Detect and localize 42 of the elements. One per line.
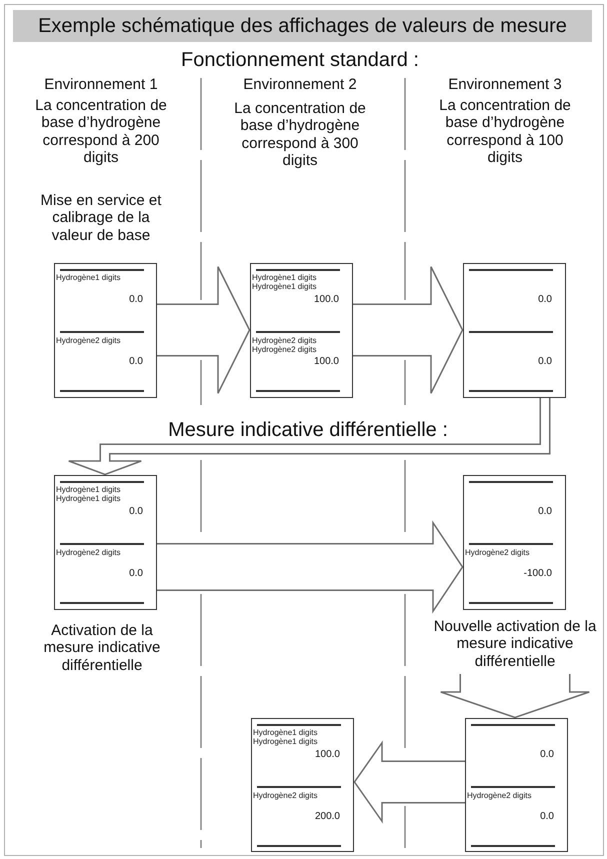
column-heading: Environnement 3 bbox=[447, 76, 563, 94]
column-heading: Environnement 2 bbox=[242, 76, 358, 94]
title-banner: Exemple schématique des affichages de valeurs de mesure bbox=[13, 10, 592, 42]
channel-label: Hydrogène1 digits Hydrogène1 digits bbox=[56, 486, 122, 504]
channel-label: Hydrogène2 digits bbox=[56, 549, 122, 558]
column-description: La concentration de base d’hydrogène correspond à 100 digits bbox=[438, 97, 572, 166]
column-heading: Environnement 1 bbox=[43, 76, 159, 94]
display-panel bbox=[250, 263, 353, 398]
channel-label: Hydrogène2 digits Hydrogène2 digits bbox=[252, 337, 318, 355]
channel-label: Hydrogène2 digits bbox=[467, 792, 532, 801]
value-readout: 0.0 bbox=[129, 506, 143, 517]
display-panel bbox=[251, 718, 354, 852]
display-panel bbox=[465, 718, 568, 852]
value-readout: 0.0 bbox=[538, 356, 552, 367]
value-readout: 0.0 bbox=[129, 356, 143, 367]
value-readout: 100.0 bbox=[314, 294, 339, 305]
value-readout: 0.0 bbox=[129, 568, 143, 579]
display-panel bbox=[463, 475, 566, 610]
value-readout: 200.0 bbox=[314, 811, 340, 822]
value-readout: 0.0 bbox=[129, 294, 143, 305]
channel-label: Hydrogène2 digits bbox=[56, 337, 122, 346]
channel-label: Hydrogène1 digits bbox=[56, 274, 122, 283]
column-description: La concentration de base d’hydrogène correspond à 200 digits bbox=[34, 97, 168, 166]
display-panel bbox=[54, 263, 157, 398]
value-readout: 0.0 bbox=[538, 294, 552, 305]
column-description: La concentration de base d’hydrogène correspond à 300 digits bbox=[233, 100, 367, 169]
step-caption: Activation de la mesure indicative différentielle bbox=[42, 622, 162, 674]
value-readout: 100.0 bbox=[314, 356, 339, 367]
value-readout: 100.0 bbox=[314, 749, 340, 760]
section-heading: Mesure indicative différentielle : bbox=[167, 419, 449, 442]
section-heading: Fonctionnement standard : bbox=[180, 49, 420, 72]
channel-label: Hydrogène1 digits Hydrogène1 digits bbox=[252, 274, 318, 292]
channel-label: Hydrogène2 digits bbox=[253, 792, 318, 801]
value-readout: 0.0 bbox=[538, 506, 552, 517]
value-readout: -100.0 bbox=[524, 568, 552, 579]
value-readout: 0.0 bbox=[540, 749, 554, 760]
display-panel bbox=[54, 475, 157, 610]
channel-label: Hydrogène2 digits bbox=[465, 549, 530, 558]
value-readout: 0.0 bbox=[540, 811, 554, 822]
channel-label: Hydrogène1 digits Hydrogène1 digits bbox=[253, 729, 318, 747]
step-caption: Mise en service et calibrage de la valeur de base bbox=[40, 192, 162, 244]
display-panel bbox=[463, 263, 566, 398]
